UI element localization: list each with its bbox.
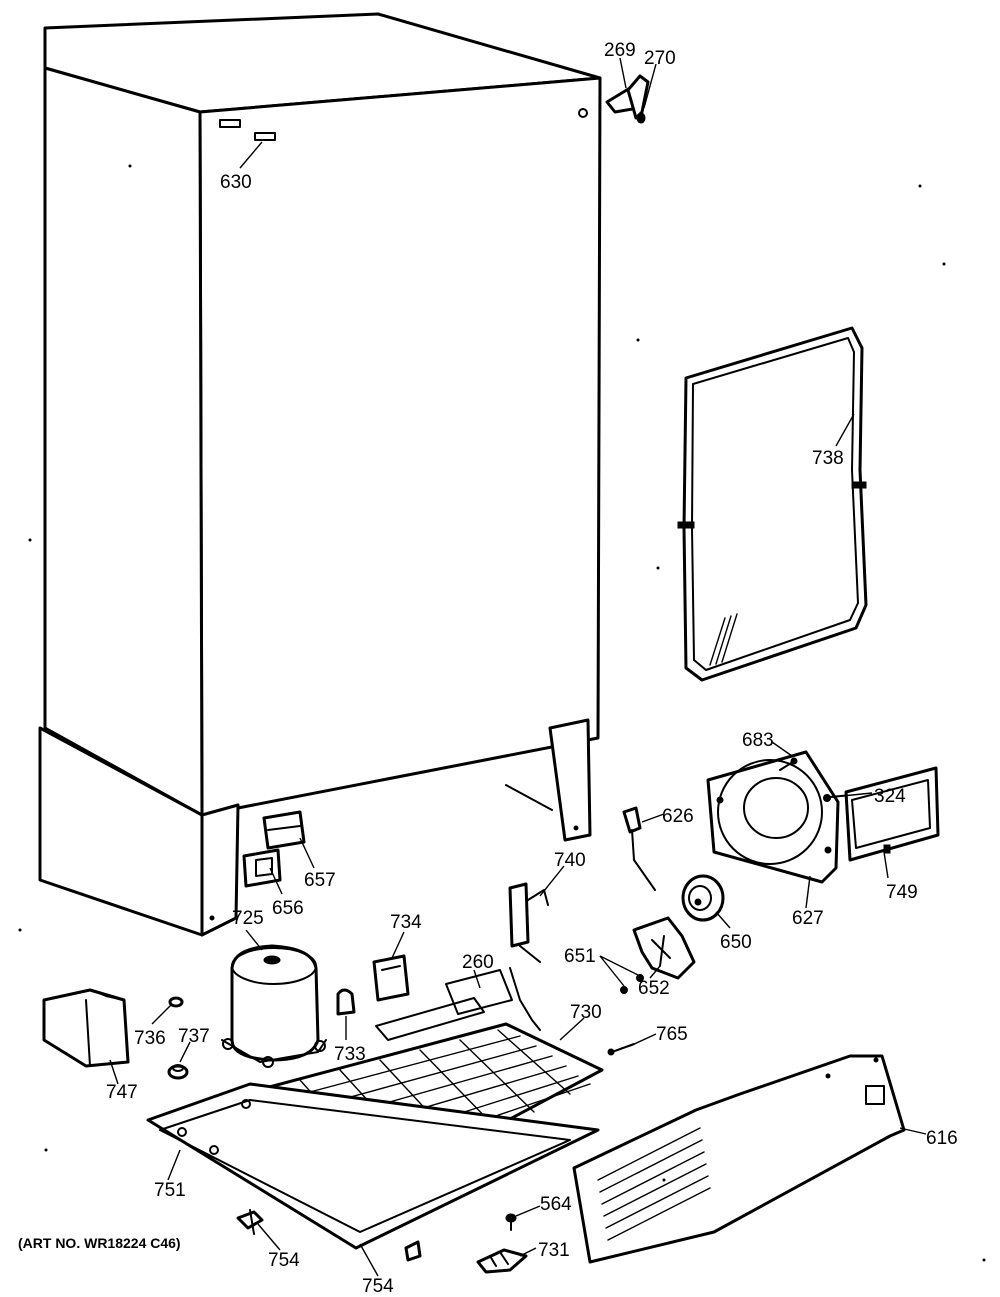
callout-749: 749 <box>886 882 918 903</box>
callout-734: 734 <box>390 912 422 933</box>
hinge-screw-270 <box>636 112 646 124</box>
callout-730: 730 <box>570 1002 602 1023</box>
callout-725: 725 <box>232 908 264 929</box>
callout-626: 626 <box>662 806 694 827</box>
hinge-part-269 <box>605 74 650 120</box>
clip-731 <box>476 1248 528 1274</box>
fan-motor-650 <box>681 874 725 922</box>
mount-737 <box>167 1064 189 1080</box>
cabinet <box>38 12 602 937</box>
callout-683: 683 <box>742 730 774 751</box>
screw-564 <box>505 1213 517 1231</box>
callout-737: 737 <box>178 1026 210 1047</box>
callout-736: 736 <box>134 1028 166 1049</box>
callout-652: 652 <box>638 978 670 999</box>
callout-564: 564 <box>540 1194 572 1215</box>
callout-657: 657 <box>304 870 336 891</box>
callout-751: 751 <box>154 1180 186 1201</box>
control-board-749 <box>844 766 940 862</box>
callout-754-bottom: 754 <box>362 1276 394 1297</box>
relay-734 <box>372 954 410 1002</box>
leveling-foot-754b <box>404 1240 422 1262</box>
fan-blade-652 <box>632 916 696 980</box>
screws-651 <box>620 974 644 994</box>
screw-683 <box>779 757 798 771</box>
callout-616: 616 <box>926 1128 958 1149</box>
callout-630: 630 <box>220 172 252 193</box>
callout-754-left: 754 <box>268 1250 300 1271</box>
relay-657 <box>262 810 306 850</box>
harness-626 <box>622 806 656 891</box>
callout-269: 269 <box>604 40 636 61</box>
capacitor-733 <box>336 988 356 1016</box>
leader-lines <box>109 57 927 1277</box>
callout-627: 627 <box>792 908 824 929</box>
callout-651: 651 <box>564 946 596 967</box>
leveling-foot-754a <box>236 1209 264 1235</box>
scan-specks <box>18 164 986 1262</box>
art-number: (ART NO. WR18224 C46) <box>18 1235 181 1251</box>
callout-656: 656 <box>272 898 304 919</box>
overload-656 <box>242 848 282 888</box>
gasket-738 <box>677 326 868 682</box>
compressor-725 <box>221 944 327 1068</box>
callout-270: 270 <box>644 48 676 69</box>
timer-740 <box>508 882 549 963</box>
callout-740: 740 <box>554 850 586 871</box>
base-plate-751 <box>146 1082 600 1250</box>
grommet-736 <box>168 996 184 1008</box>
callout-738: 738 <box>812 448 844 469</box>
callout-747: 747 <box>106 1082 138 1103</box>
callout-324: 324 <box>874 786 906 807</box>
callout-731: 731 <box>538 1240 570 1261</box>
cover-747 <box>42 988 130 1068</box>
callout-765: 765 <box>656 1024 688 1045</box>
callout-labels: 269 270 630 738 683 324 626 749 627 650 … <box>18 40 958 1297</box>
fan-shroud-627 <box>706 750 840 884</box>
callout-260: 260 <box>462 952 494 973</box>
callout-733: 733 <box>334 1044 366 1065</box>
callout-650: 650 <box>720 932 752 953</box>
rear-grille-616 <box>572 1054 906 1264</box>
